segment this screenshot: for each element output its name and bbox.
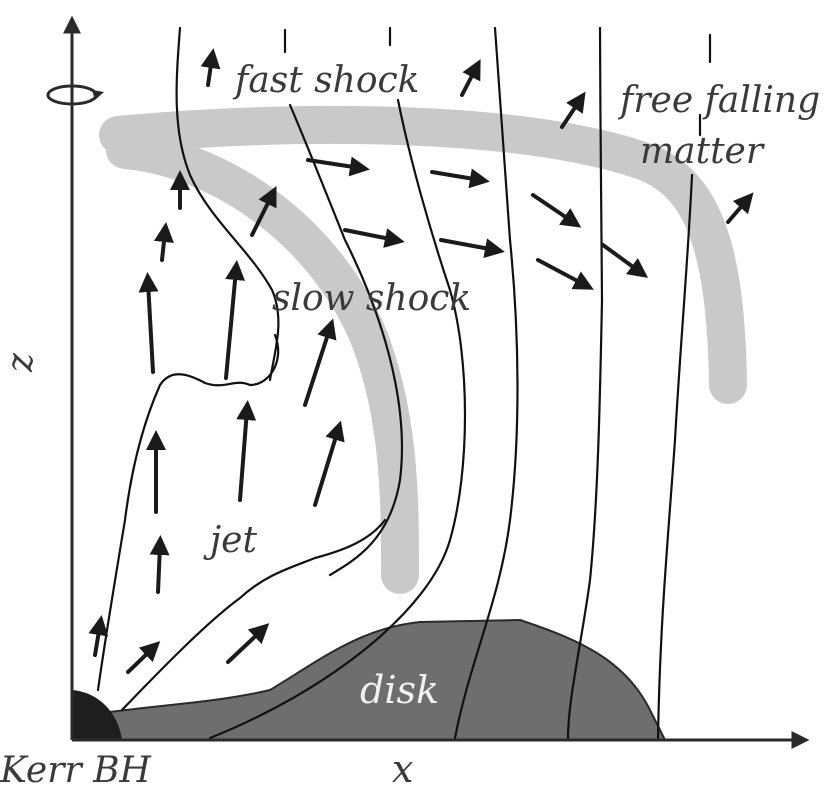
axis-x-label: x [392,747,413,785]
disk [109,618,667,741]
field-line [283,28,404,577]
disk-label: disk [360,668,439,712]
field-line [208,26,467,740]
kerr-bh-label: Kerr BH [0,750,152,785]
field-line [453,26,519,740]
slow-shock-band [106,131,419,594]
jet-boundary [96,333,280,692]
matter-label: matter [640,131,765,172]
field-line [656,33,712,740]
axis-z-label: z [0,352,41,373]
kerr-black-hole [72,690,122,740]
rotation-arrow-icon [46,84,104,106]
fast-shock-band [99,105,747,404]
jet-label: jet [203,520,257,561]
fast-shock-label: fast shock [232,60,419,101]
velocity-arrows [88,48,754,674]
field-line [175,26,280,382]
free-falling-label: free falling [617,80,820,121]
slow-shock-label: slow shock [272,278,471,319]
jet-boundary [120,518,387,712]
field-line [566,26,604,740]
